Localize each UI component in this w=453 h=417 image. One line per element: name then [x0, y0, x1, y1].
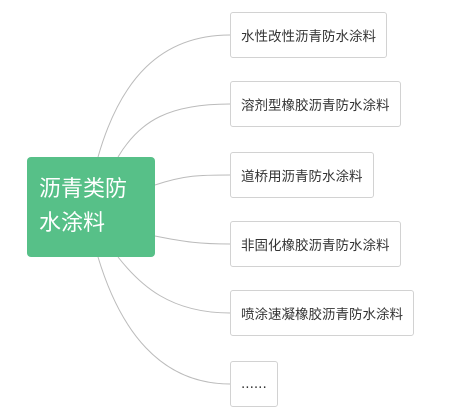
child-node-label: 道桥用沥青防水涂料 [241, 169, 363, 185]
child-node-5: 喷涂速凝橡胶沥青防水涂料 [230, 290, 414, 336]
child-node-6: ...... [230, 361, 278, 407]
child-node-2: 溶剂型橡胶沥青防水涂料 [230, 81, 401, 127]
connector-1 [97, 34, 231, 158]
connector-4 [154, 235, 231, 245]
child-node-label: 溶剂型橡胶沥青防水涂料 [241, 98, 390, 114]
child-node-label: 非固化橡胶沥青防水涂料 [241, 238, 390, 254]
child-node-label: 水性改性沥青防水涂料 [241, 29, 376, 45]
connector-3 [154, 174, 231, 186]
root-node-label: 沥青类防水涂料 [39, 177, 128, 236]
root-node: 沥青类防水涂料 [27, 157, 155, 257]
child-node-4: 非固化橡胶沥青防水涂料 [230, 221, 401, 267]
connector-5 [117, 256, 231, 314]
connector-6 [97, 256, 231, 385]
child-node-label: 喷涂速凝橡胶沥青防水涂料 [241, 307, 403, 323]
child-node-label: ...... [241, 376, 267, 392]
child-node-1: 水性改性沥青防水涂料 [230, 12, 387, 58]
child-node-3: 道桥用沥青防水涂料 [230, 152, 374, 198]
connector-2 [117, 103, 231, 158]
